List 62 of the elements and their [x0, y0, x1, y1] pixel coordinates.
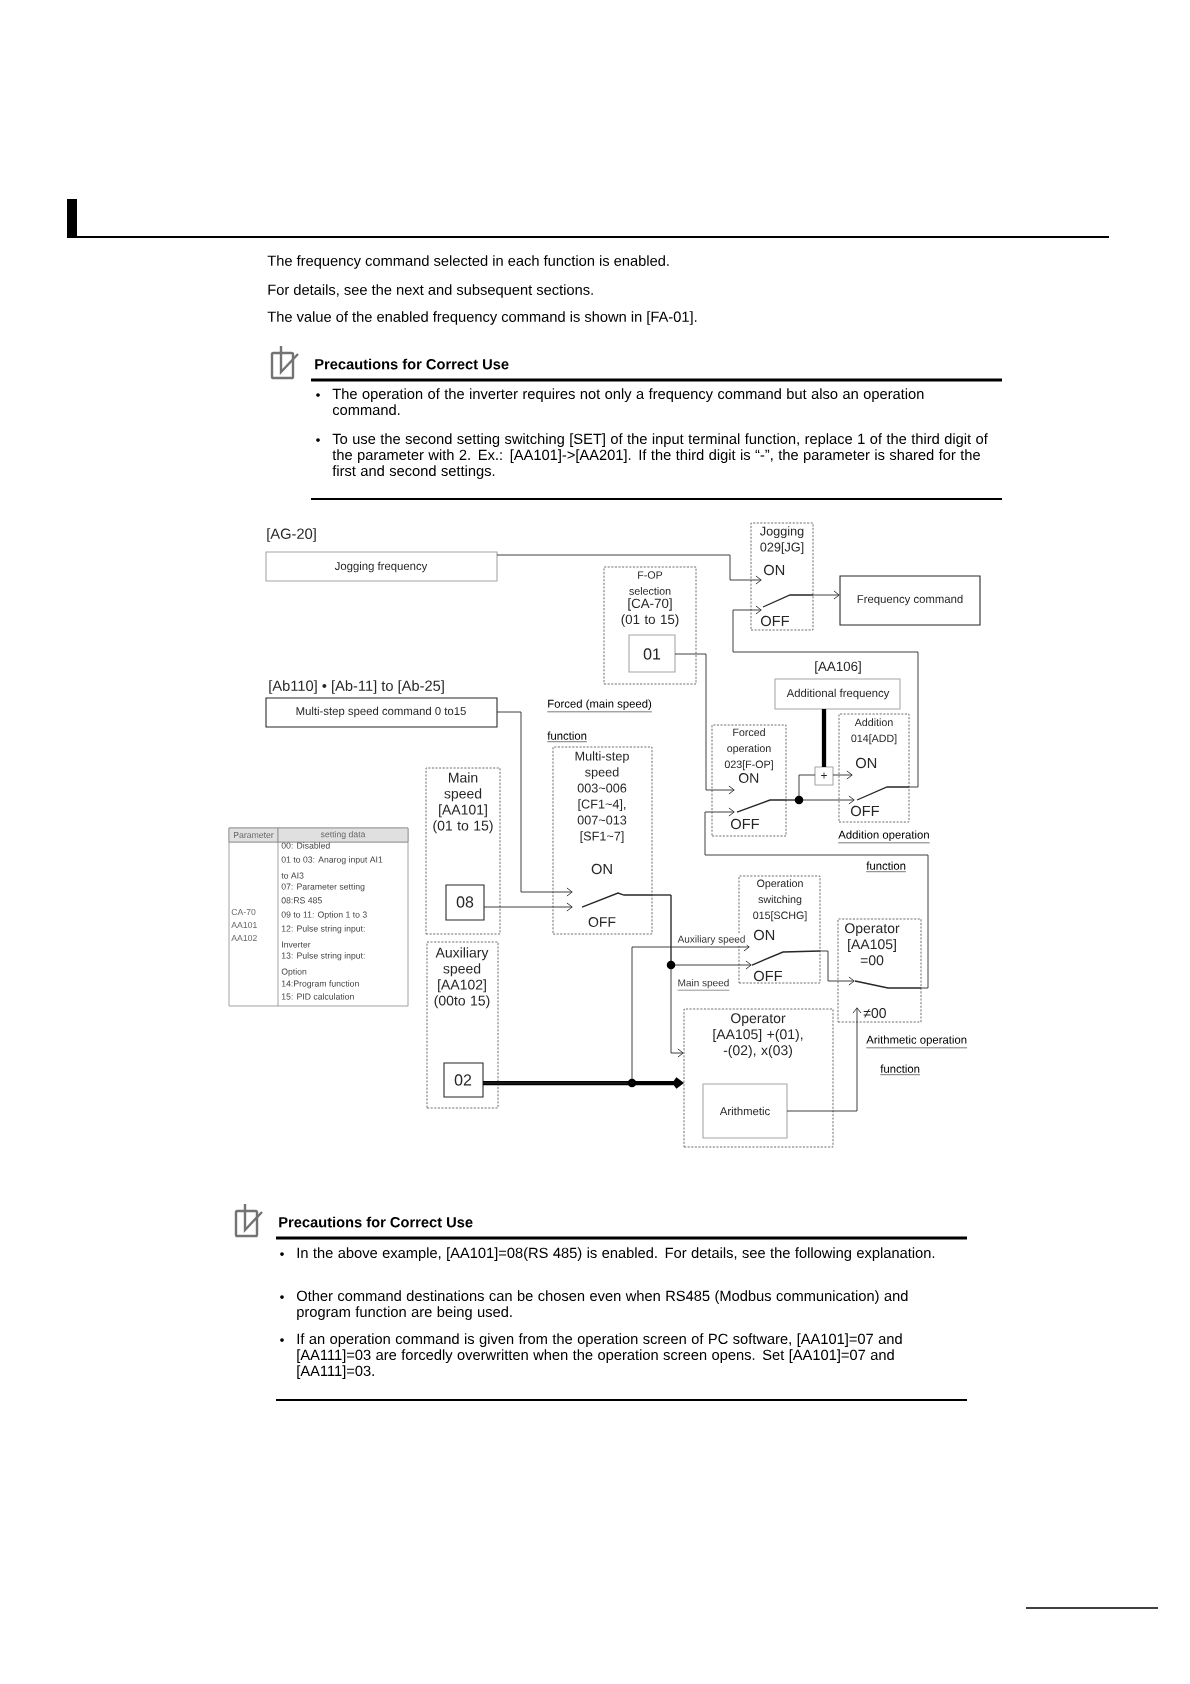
- bullet-text: The operation of the inverter requires not only a frequency command but also an operation command.: [316, 388, 924, 416]
- parameter-box: [AA106] Additional frequency: [774, 661, 901, 710]
- edge-label: Auxiliary speed: [676, 934, 747, 946]
- switch-block: Forced operation 023[F-OP] ON OFF: [711, 724, 787, 837]
- table-cell: 00: Disabled: [281, 842, 330, 849]
- bullet-text: If an operation command is given from the operation screen of PC software, [AA101]=07 and [AA111]=03 are forcedly overwritten when the operation screen opens. Set [AA101]=07 and [AA111]=03.: [280, 1333, 902, 1379]
- edge-label: Main speed: [676, 977, 731, 993]
- annotation-text: Forced (main speed): [547, 699, 653, 713]
- section-heading: Precautions for Correct Use: [279, 1216, 473, 1228]
- adder-box: +: [814, 766, 834, 786]
- table-cell: 12: Pulse string input: Inverter: [281, 925, 365, 948]
- table-cell: CA-70: [231, 908, 256, 916]
- function-box: Arithmetic: [702, 1083, 788, 1139]
- arrow: [483, 1077, 684, 1089]
- arrow: [785, 795, 855, 805]
- arrow: [674, 653, 735, 795]
- node-label: [Ab110] • [Ab-11] to [Ab-25]: [269, 680, 444, 694]
- bullet-text: To use the second setting switching [SET] of the input terminal function, replace 1 of the third digit of the parameter with 2. Ex.: [AA101]->[AA201]. If the third digit is “-”, the parameter is shared for the first and second settings.: [316, 433, 988, 479]
- body-text: The value of the enabled frequency command is shown in [FA-01].: [267, 311, 697, 325]
- arrow: [832, 770, 853, 780]
- table-cell: 08:RS 485: [281, 897, 322, 904]
- table-header-cell: Parameter: [228, 827, 279, 843]
- arrow: [483, 902, 573, 912]
- annotation-text: Addition operation: [838, 830, 930, 844]
- arrow: [732, 605, 919, 788]
- body-text: The frequency command selected in each function is enabled.: [267, 255, 669, 269]
- value-box: 02: [443, 1062, 484, 1098]
- node-label: [AG-20]: [267, 528, 316, 542]
- table-cell: 01 to 03: Anarog input AI1 to AI3: [281, 856, 383, 879]
- parameter-box: [Ab110] • [Ab-11] to [Ab-25] Multi-step speed command 0 to15: [265, 680, 498, 728]
- bullet-text: Other command destinations can be chosen even when RS485 (Modbus communication) and program function are being used.: [280, 1290, 908, 1320]
- switch-block: Jogging 029[JG] ON OFF: [750, 522, 814, 631]
- arrow: [812, 590, 840, 600]
- arrow: [786, 1007, 862, 1112]
- node-label: [AA106]: [815, 661, 861, 674]
- connector-line: [821, 709, 827, 767]
- arrow: [704, 807, 929, 989]
- switch-block: Multi-step speed 003~006 [CF1~4], 007~013 [SF1~7] ON OFF: [552, 746, 653, 935]
- arrow: [651, 894, 684, 1058]
- table-cell: 14:Program function: [281, 980, 359, 989]
- annotation-text: Arithmetic operation: [866, 1035, 968, 1049]
- table-cell: 15: PID calculation: [281, 993, 354, 1000]
- output-box: Frequency command: [839, 575, 981, 626]
- table-cell: 07: Parameter setting: [281, 883, 365, 892]
- value-box: 01: [628, 634, 676, 673]
- table-cell: 13: Pulse string input: Option: [281, 952, 365, 977]
- switch-block: Addition 014[ADD] ON OFF: [838, 713, 910, 823]
- bullet-text: In the above example, [AA101]=08(RS 485) is enabled. For details, see the following explanation.: [280, 1247, 935, 1261]
- section-heading: Precautions for Correct Use: [315, 358, 509, 370]
- parameter-box: [AG-20] Jogging frequency: [265, 528, 498, 582]
- arrow: [496, 554, 762, 585]
- arrow: [482, 942, 750, 1084]
- body-text: For details, see the next and subsequent sections.: [268, 284, 593, 298]
- value-box: 08: [445, 884, 485, 921]
- arrow: [819, 950, 855, 986]
- annotation-text: function: [866, 861, 907, 872]
- table-cell: AA102: [231, 934, 257, 942]
- table-cell: AA101: [231, 921, 257, 929]
- switch-block: Operator [AA105] =00 ≠00: [837, 918, 922, 1023]
- table-cell: 09 to 11: Option 1 to 3: [281, 911, 367, 920]
- arrow: [496, 711, 573, 897]
- annotation-text: function: [880, 1064, 921, 1075]
